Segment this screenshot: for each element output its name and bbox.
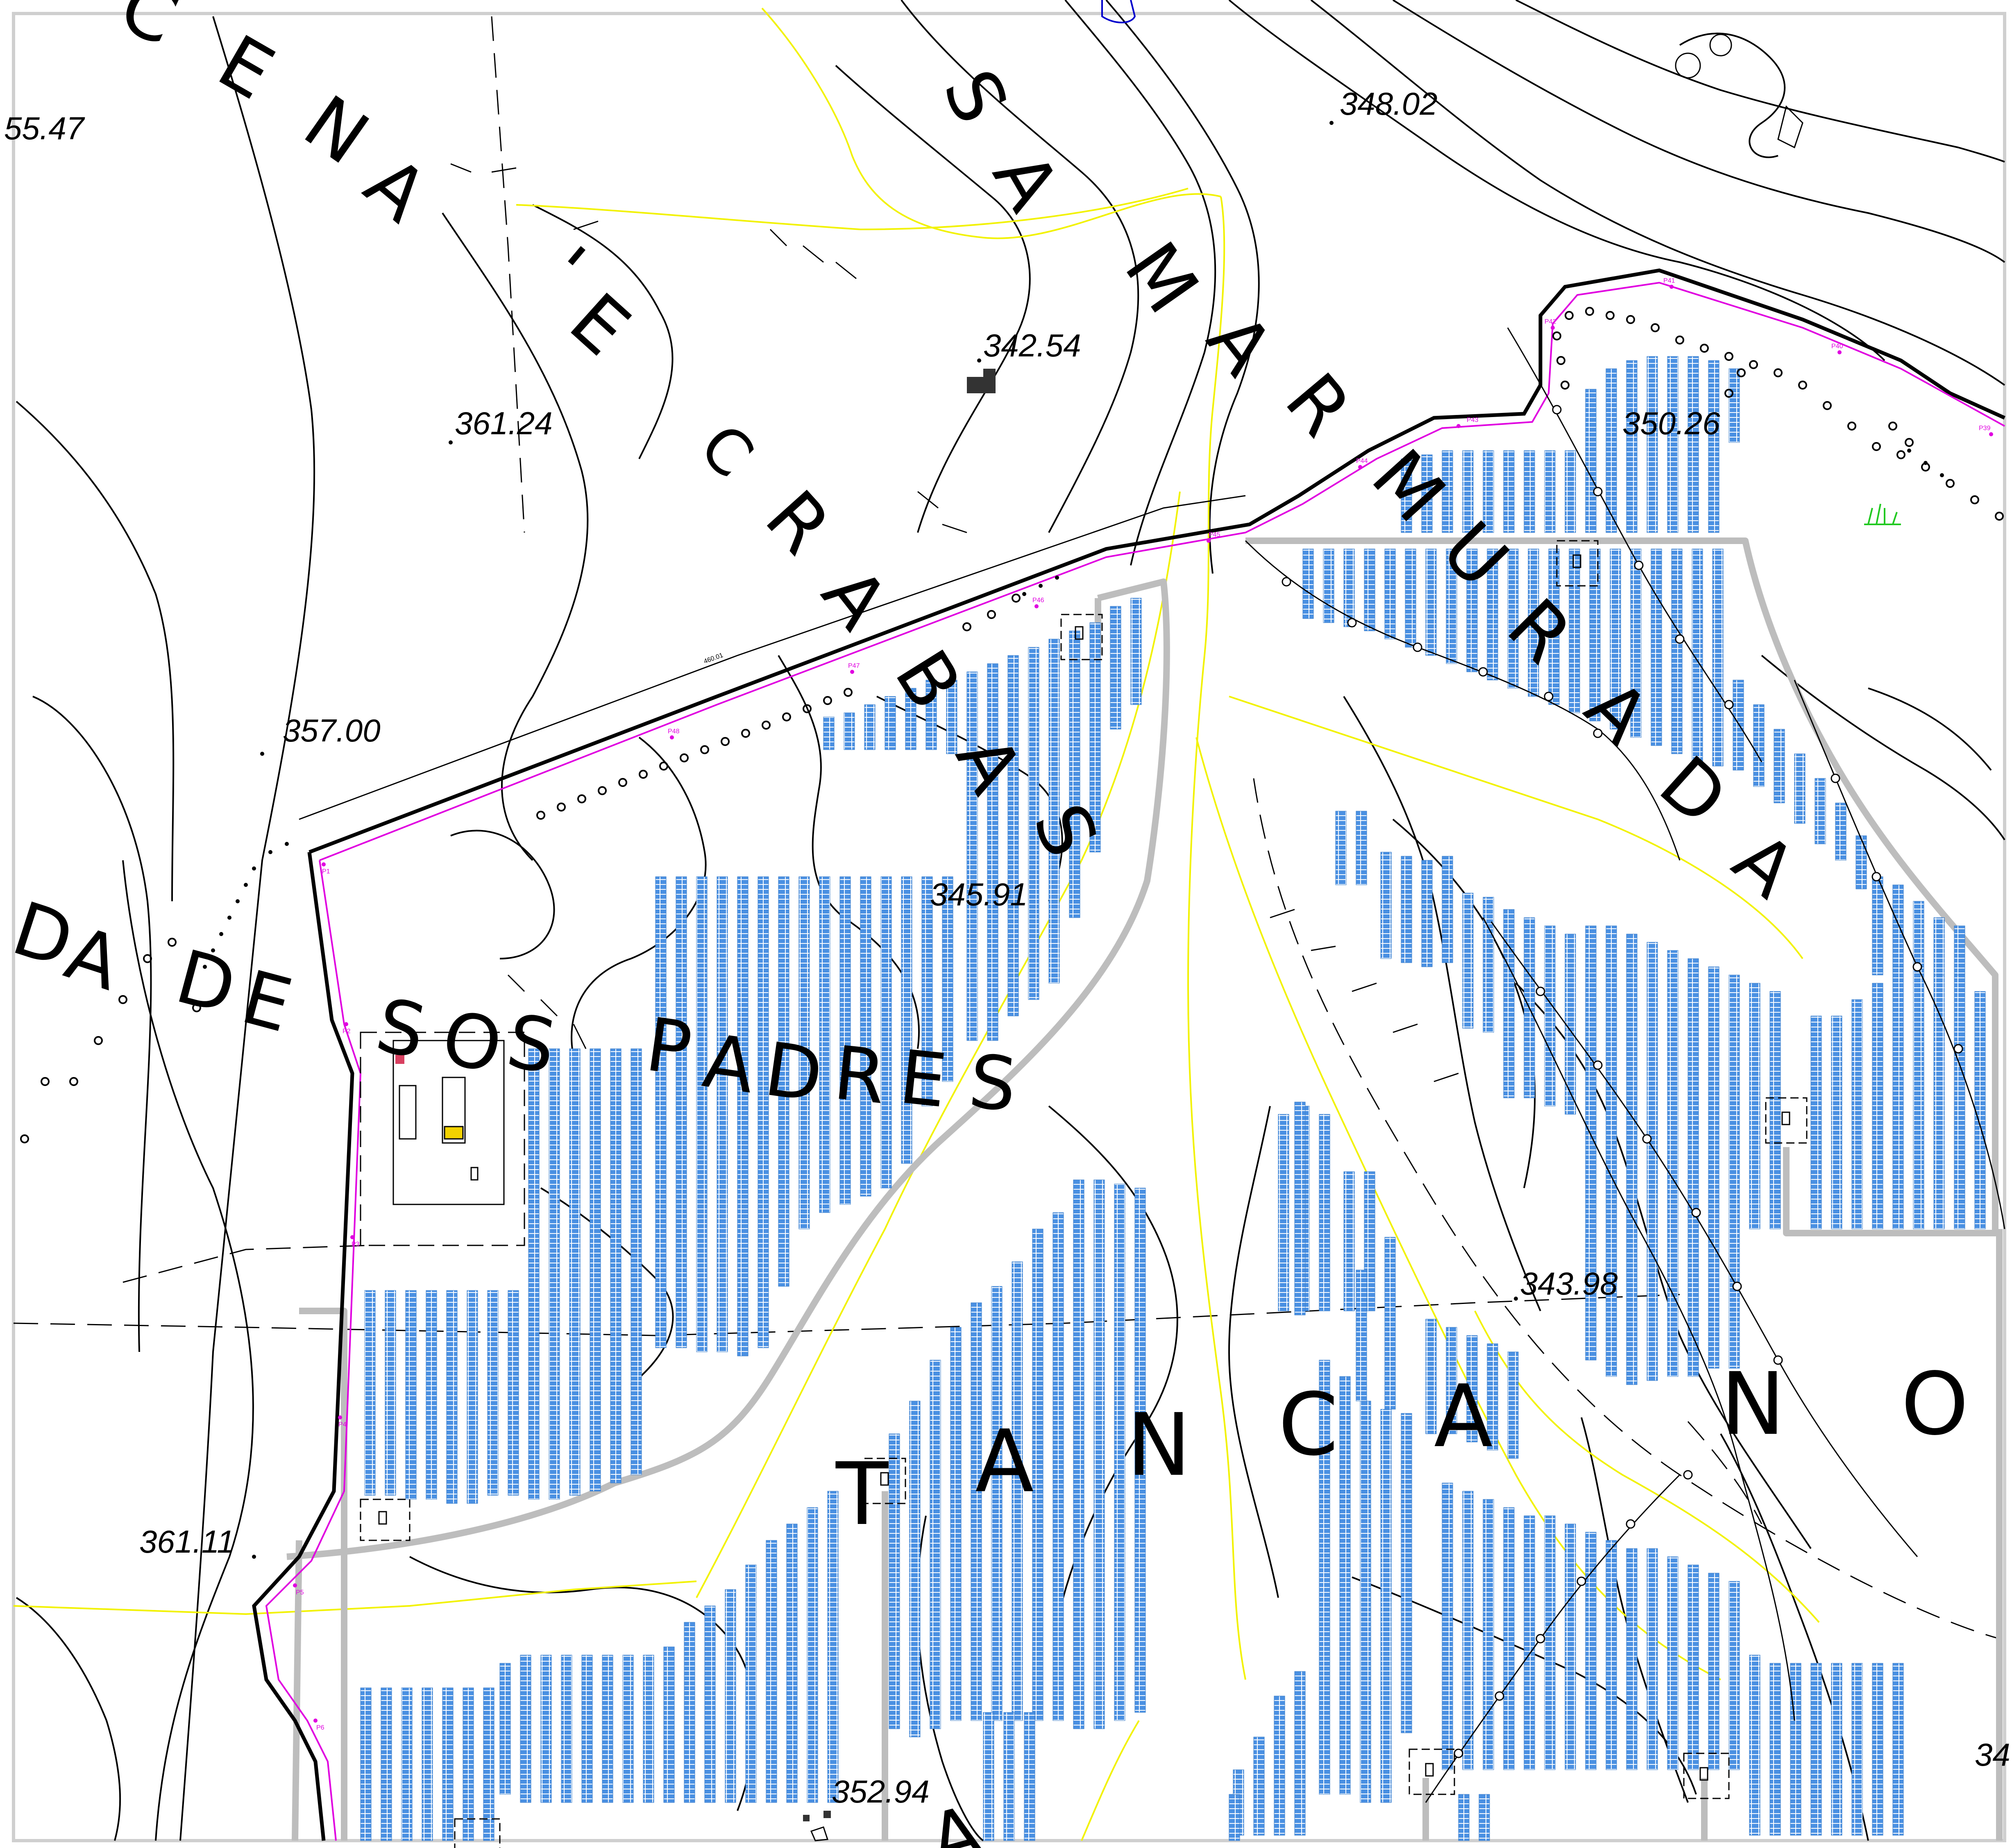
place-name-cena: C E N A (107, 0, 443, 238)
spot-height-342-54: 342.54 (983, 327, 1081, 363)
substation-equipment-a (399, 1085, 417, 1140)
dimension-label: 460.01 (703, 652, 724, 665)
place-letter: S (926, 57, 1024, 136)
spot-height-343-98: 343.98 (1520, 1265, 1618, 1302)
place-letter: E (233, 955, 300, 1049)
place-letter: E (896, 1034, 951, 1125)
substation-enclosure (392, 1040, 505, 1205)
place-letter: P (641, 1002, 697, 1093)
place-letter: M (1108, 227, 1215, 329)
fence-label-p39: P39 (1979, 425, 1991, 432)
place-letter: S (369, 982, 433, 1076)
place-letter: N (289, 79, 383, 181)
fence-label-p40: P40 (1831, 343, 1843, 350)
fence-label-p43: P43 (1467, 417, 1479, 424)
spot-height-348-02: 348.02 (1340, 86, 1438, 122)
place-letter: O (1901, 1354, 1969, 1454)
place-letter: D (760, 1027, 828, 1119)
place-letter: A (976, 138, 1076, 224)
fence-label-p5: P5 (296, 1589, 304, 1596)
place-letter: R (1269, 358, 1368, 452)
fence-label-p42: P42 (1545, 318, 1556, 325)
place-letter: R (830, 1030, 890, 1121)
fence-label-p1: P1 (322, 868, 330, 875)
place-letter: O (435, 995, 509, 1091)
place-name-tancano: T A N C A N O (835, 1354, 1969, 1544)
spot-height-345-91: 345.91 (930, 876, 1028, 912)
substation-yard (360, 1032, 525, 1246)
spot-height-352-94: 352.94 (832, 1773, 930, 1809)
spot-heights: 55.47 348.02 342.54 361.24 350.26 357.00… (4, 86, 2010, 1809)
spot-height-361-11: 361.11 (139, 1524, 235, 1560)
hedge-dots (203, 449, 1944, 969)
fence-point-markers (293, 285, 1993, 1723)
fence-label-p2: P2 (343, 1028, 351, 1035)
fence-label-p48: P48 (668, 728, 680, 735)
place-letter: A (349, 141, 443, 238)
spot-height-34: 34 (1975, 1737, 2010, 1773)
place-letter: R (749, 475, 847, 570)
place-letter: A (698, 1018, 760, 1110)
spot-height-350-26: 350.26 (1622, 405, 1720, 441)
fence-label-p4: P4 (338, 1421, 347, 1428)
place-letter: C (1278, 1374, 1338, 1475)
place-letter: N (1721, 1354, 1785, 1454)
place-letter: A (1191, 298, 1289, 391)
place-letter: A (1434, 1366, 1493, 1467)
fence-label-p45: P45 (1209, 531, 1220, 538)
pond (1101, 0, 1136, 23)
substation-marker (395, 1055, 404, 1064)
place-letter: N (1127, 1395, 1191, 1495)
rock-features (1675, 34, 1803, 149)
property-line (299, 495, 1246, 820)
fence-label-p47: P47 (848, 662, 860, 669)
place-letter: T (835, 1444, 889, 1544)
solar-panel-arrays (360, 356, 1986, 1841)
place-letter: D (168, 934, 245, 1032)
fence-label-p46: P46 (1032, 597, 1044, 604)
fence-label-p3: P3 (352, 1241, 360, 1248)
tick-marks (450, 163, 1459, 1082)
spot-height-357-00: 357.00 (283, 712, 381, 748)
place-letter-bottom-a: A (921, 1789, 991, 1848)
place-letter: ' (529, 231, 600, 309)
site-fence (265, 281, 2005, 1841)
place-letter: E (204, 19, 288, 116)
substation-transformer (444, 1126, 464, 1140)
place-letter: A (975, 1411, 1034, 1512)
fence-point-labels: P1 P2 P3 P4 P5 P6 P39 P40 P41 P42 P43 P4… (296, 277, 1991, 1731)
dashed-lines (13, 16, 2000, 1639)
place-letter: D (1643, 740, 1743, 842)
power-line-poles (1282, 405, 1963, 1758)
site-boundary (252, 268, 2005, 1841)
buildings (803, 369, 996, 1841)
power-lines (1245, 327, 2005, 1803)
place-letter: C (686, 410, 767, 491)
fence-label-p44: P44 (1356, 458, 1368, 465)
place-letter: A (1569, 664, 1665, 761)
grass-symbol (1864, 503, 1901, 525)
spot-height-361-24: 361.24 (455, 405, 553, 441)
place-letter: S (965, 1039, 1021, 1129)
fence-label-p6: P6 (316, 1724, 324, 1731)
spot-height-dots (252, 121, 1518, 1559)
substation (360, 1032, 525, 1246)
fence-label-p41: P41 (1663, 277, 1675, 284)
tree-line (20, 307, 2004, 1143)
place-letter: C (107, 0, 190, 62)
inverter-stations (360, 540, 1808, 1848)
spot-height-55-47: 55.47 (4, 110, 85, 146)
place-letter: A (1717, 816, 1811, 914)
substation-cabinet (470, 1167, 479, 1181)
place-letter: E (553, 277, 645, 372)
